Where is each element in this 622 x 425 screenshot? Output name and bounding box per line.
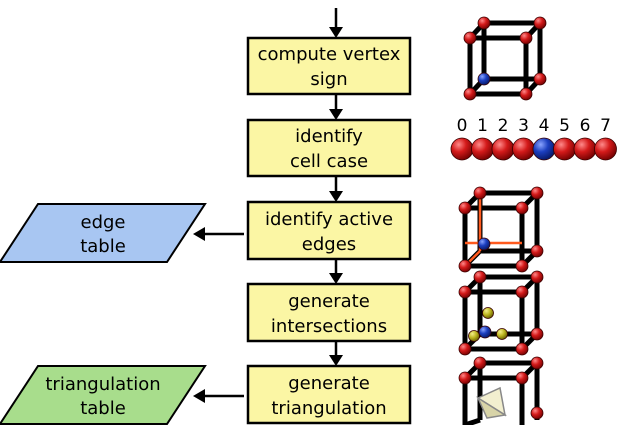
case-bit-sphere: [512, 137, 535, 161]
arrowhead: [193, 389, 205, 403]
edge-table-label: table: [80, 236, 126, 257]
step-label: intersections: [271, 316, 387, 337]
process-step-identify-cell-case: identify cell case: [246, 118, 412, 178]
case-bit-sphere: [553, 137, 576, 161]
case-bit-label: 1: [477, 116, 488, 136]
table-arrows: [193, 227, 244, 403]
step-label: identify active: [265, 209, 393, 230]
edge-table-label: edge: [81, 212, 126, 233]
case-bit-sphere: [450, 137, 474, 161]
inside-vertex: [478, 325, 492, 339]
case-bit-label: 7: [600, 116, 611, 136]
case-bit-label: 4: [539, 116, 550, 136]
cube-active-edges-illustration: [458, 186, 544, 273]
flow-arrows: [329, 8, 343, 366]
arrowhead: [193, 227, 205, 241]
case-bit-sphere: [471, 137, 494, 161]
inside-vertex: [477, 237, 491, 251]
triangulation-table-label: triangulation: [45, 374, 160, 395]
inside-vertex: [477, 72, 491, 86]
step-label: cell case: [290, 151, 368, 172]
process-step-identify-active-edges: identify active edges: [246, 200, 412, 261]
step-label: compute vertex: [258, 44, 401, 65]
case-bit-label: 6: [580, 116, 591, 136]
step-label: generate: [288, 373, 370, 394]
process-step-generate-intersections: generate intersections: [246, 282, 412, 343]
intersection-point: [482, 307, 494, 319]
step-label: sign: [310, 69, 347, 90]
arrowhead: [329, 273, 343, 284]
case-bit-label: 0: [457, 116, 468, 136]
intersection-point: [496, 328, 508, 340]
cube-intersections-illustration: [458, 270, 544, 356]
cube-triangulation-illustration: [458, 356, 544, 425]
case-bit-label: 3: [518, 116, 529, 136]
triangulation-table-parallelogram: triangulation table: [0, 365, 207, 425]
process-step-compute-vertex-sign: compute vertex sign: [246, 36, 412, 96]
case-bit-sphere: [491, 137, 515, 161]
step-label: triangulation: [271, 398, 386, 419]
process-step-generate-triangulation: generate triangulation: [246, 364, 412, 425]
case-bit-inside-sphere: [532, 137, 556, 161]
triangulation-table-label: table: [80, 398, 126, 419]
arrowhead: [329, 109, 343, 120]
step-label: edges: [302, 234, 356, 255]
case-bit-sphere: [573, 137, 597, 161]
cube-vertex-sign-illustration: [463, 16, 547, 101]
arrowhead: [329, 355, 343, 366]
edge-table-parallelogram: edge table: [0, 203, 207, 263]
arrowhead: [329, 27, 343, 38]
case-bit-sphere: [594, 137, 617, 161]
intersection-point: [468, 330, 480, 342]
case-bit-label: 5: [559, 116, 570, 136]
step-label: identify: [295, 126, 363, 147]
arrowhead: [329, 191, 343, 202]
step-label: generate: [288, 291, 370, 312]
case-bit-label: 2: [498, 116, 509, 136]
